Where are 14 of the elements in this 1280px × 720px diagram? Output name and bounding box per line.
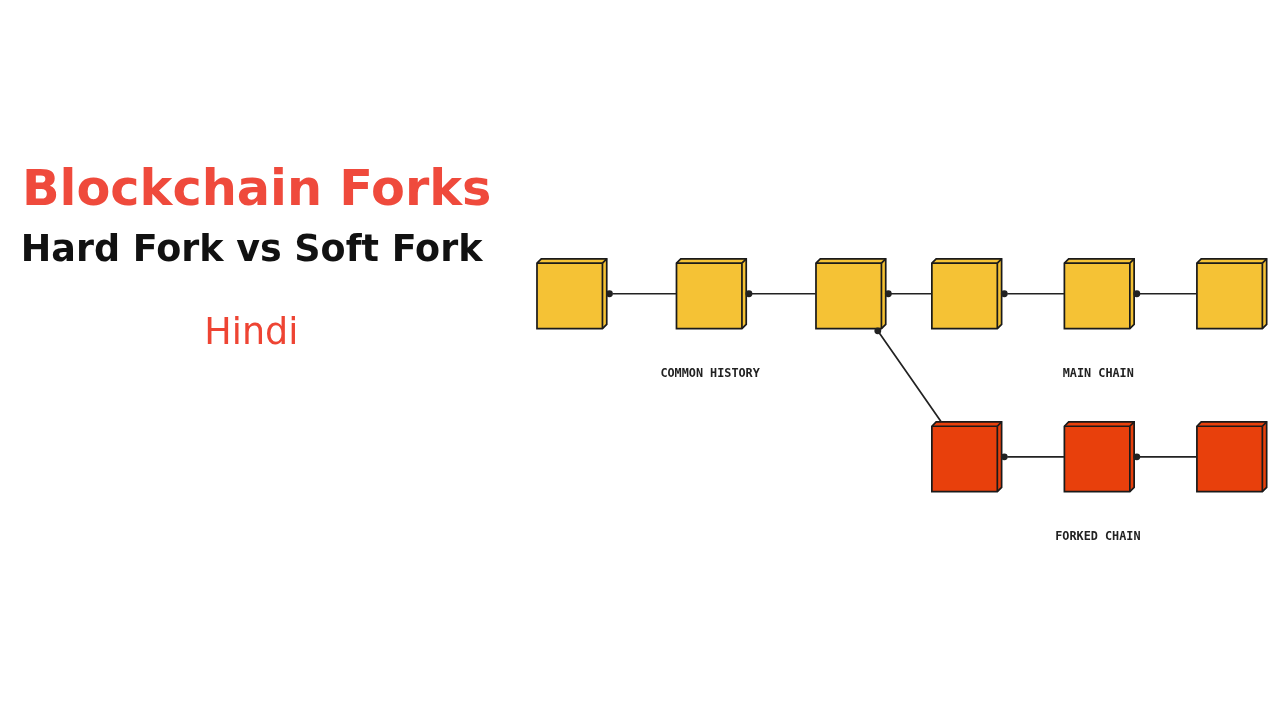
label: COMMON HISTORY	[660, 366, 760, 381]
label: Hard Fork vs Soft Fork	[20, 227, 483, 271]
label: FORKED CHAIN	[1055, 529, 1141, 544]
connector	[745, 290, 817, 298]
connector	[1133, 290, 1198, 298]
connector	[1000, 290, 1065, 298]
label: MAIN CHAIN	[1062, 366, 1134, 381]
connector	[606, 290, 678, 298]
connector	[1000, 453, 1065, 461]
connector	[884, 290, 933, 298]
label: Hindi	[204, 309, 299, 353]
connector	[1133, 453, 1198, 461]
connector	[874, 327, 943, 423]
diagram-title: Blockchain Forks	[21, 159, 492, 217]
